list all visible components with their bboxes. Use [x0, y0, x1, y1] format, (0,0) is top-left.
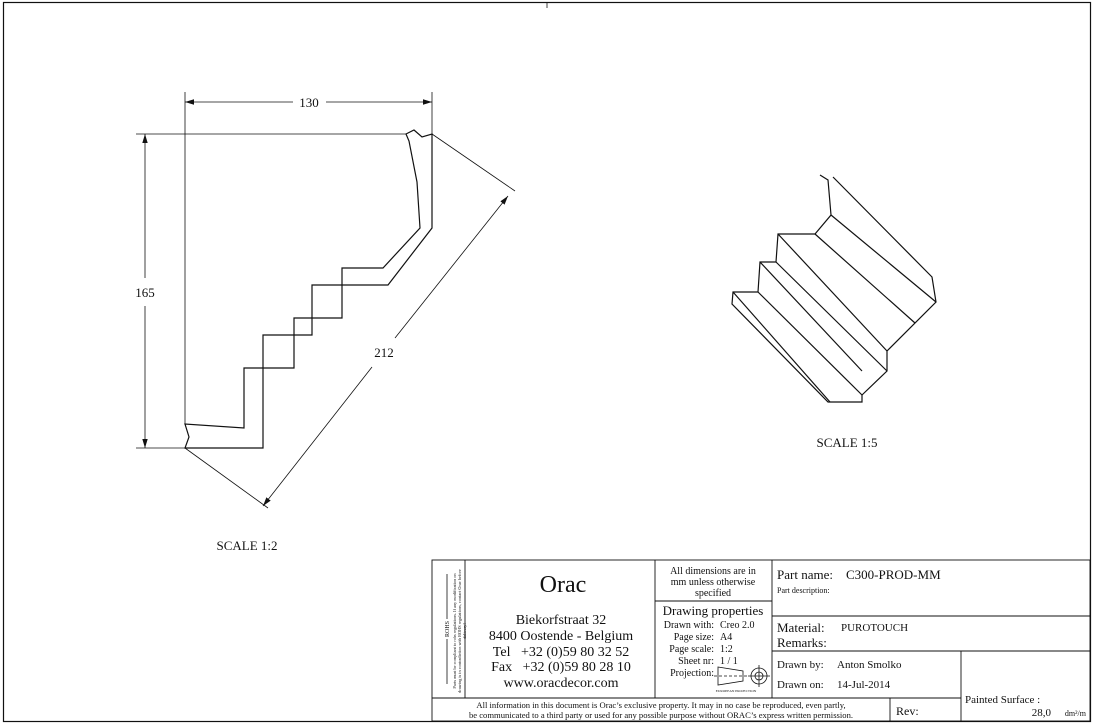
drawn-by-value: Anton Smolko — [837, 659, 902, 671]
projection-label: Projection: — [670, 668, 714, 679]
company-name: Orac — [540, 572, 587, 598]
prop-value-1: A4 — [720, 632, 732, 643]
copyright-line2: be communicated to a third party or used… — [469, 710, 853, 720]
prop-label-2: Page scale: — [669, 644, 714, 655]
dimension-height-label: 165 — [135, 285, 155, 300]
dimension-width-label: 130 — [299, 95, 319, 110]
section-scale-label: SCALE 1:2 — [216, 538, 277, 553]
dimension-line-diagonal-a — [394, 195, 509, 339]
rev-label: Rev: — [896, 704, 919, 718]
remarks-label: Remarks: — [777, 635, 827, 650]
part-description-label: Part description: — [777, 586, 830, 595]
rohs-label: ROHS — [445, 621, 451, 637]
material-value: PUROTOUCH — [841, 622, 908, 634]
section-view: 130 165 212 SCALE 1:2 — [135, 92, 516, 553]
dimension-line-diagonal-b — [262, 366, 373, 507]
section-profile — [184, 129, 433, 449]
rohs-note-box: Parts must be compliant to rohs regulati… — [452, 569, 467, 693]
iso-ridge-1 — [830, 214, 937, 303]
iso-ridge-5 — [759, 261, 863, 372]
projection-symbol-icon — [714, 665, 770, 687]
title-block-frame — [431, 559, 1091, 722]
projection-caption: EUROPEAN PROJECTION — [716, 689, 757, 693]
drawn-on-value: 14-Jul-2014 — [837, 679, 891, 691]
company-address-line2: 8400 Oostende - Belgium — [489, 629, 633, 644]
prop-label-1: Page size: — [674, 632, 714, 643]
extension-line-diag-top — [431, 133, 516, 192]
company-tel: Tel +32 (0)59 80 32 52 — [493, 645, 629, 660]
isometric-scale-label: SCALE 1:5 — [816, 435, 877, 450]
prop-value-0: Creo 2.0 — [720, 620, 754, 631]
title-block: ROHS Parts must be compliant to rohs reg… — [431, 559, 1091, 722]
prop-value-2: 1:2 — [720, 644, 733, 655]
dims-note-line1: All dimensions are in — [670, 566, 756, 577]
iso-front-profile — [731, 174, 863, 403]
part-name-value: C300-PROD-MM — [846, 567, 941, 582]
iso-ridge-7 — [732, 291, 831, 403]
painted-surface-label: Painted Surface : — [965, 694, 1040, 706]
iso-ridge-3 — [777, 233, 888, 352]
prop-label-3: Sheet nr: — [678, 656, 714, 667]
dims-note-line3: specified — [695, 588, 731, 599]
prop-label-0: Drawn with: — [664, 620, 714, 631]
company-website: www.oracdecor.com — [504, 676, 619, 691]
iso-back-edge — [832, 176, 937, 396]
extension-line-diag-bottom — [184, 447, 269, 509]
prop-value-3: 1 / 1 — [720, 656, 738, 667]
iso-ridge-4 — [775, 261, 888, 372]
part-name-label: Part name: — [777, 567, 833, 582]
drawing-properties-heading: Drawing properties — [663, 603, 764, 618]
drawn-by-label: Drawn by: — [777, 659, 824, 671]
iso-ridge-2 — [814, 233, 916, 324]
material-label: Material: — [777, 620, 825, 635]
dimension-diagonal-label: 212 — [374, 345, 394, 360]
rohs-note: ROHS — [445, 574, 451, 684]
rohs-side-note: Parts must be compliant to rohs regulati… — [452, 569, 467, 693]
painted-surface-unit: dm²/m — [1065, 709, 1087, 718]
company-address-line1: Biekorfstraat 32 — [516, 613, 607, 628]
isometric-view: SCALE 1:5 — [731, 174, 937, 450]
drawn-on-label: Drawn on: — [777, 679, 824, 691]
iso-ridge-6 — [757, 291, 863, 396]
dims-note-line2: mm unless otherwise — [671, 577, 756, 588]
painted-surface-value: 28,0 — [1032, 707, 1052, 719]
copyright-line1: All information in this document is Orac… — [476, 700, 845, 710]
company-fax: Fax +32 (0)59 80 28 10 — [491, 660, 631, 675]
